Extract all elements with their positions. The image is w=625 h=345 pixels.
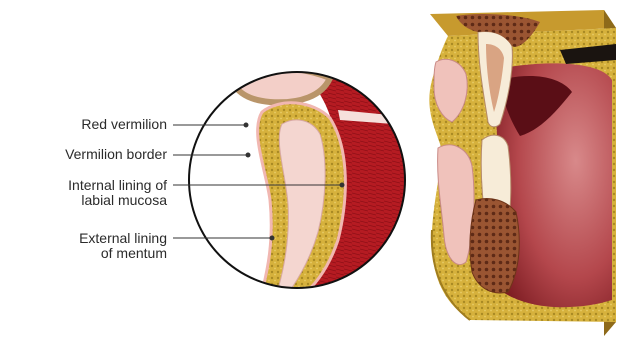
label-vermilion-border: Vermilion border xyxy=(65,147,167,162)
label-external-lining-line1: External lining xyxy=(79,231,167,246)
leader-dot-external-lining xyxy=(270,236,274,240)
leader-dot-red-vermilion xyxy=(244,123,248,127)
label-red-vermilion-line1: Red vermilion xyxy=(81,117,167,132)
label-internal-lining-line1: Internal lining of xyxy=(68,178,167,193)
label-external-lining: External lining of mentum xyxy=(79,231,167,261)
leader-dot-vermilion-border xyxy=(246,153,250,157)
magnified-view xyxy=(189,67,420,300)
mandible-bone xyxy=(470,199,519,294)
label-red-vermilion: Red vermilion xyxy=(81,117,167,132)
label-vermilion-border-line1: Vermilion border xyxy=(65,147,167,162)
label-internal-lining: Internal lining of labial mucosa xyxy=(68,178,167,208)
sagittal-section-block xyxy=(429,10,616,336)
leader-dot-internal-lining xyxy=(340,183,344,187)
label-internal-lining-line2: labial mucosa xyxy=(68,193,167,208)
label-external-lining-line2: of mentum xyxy=(79,246,167,261)
